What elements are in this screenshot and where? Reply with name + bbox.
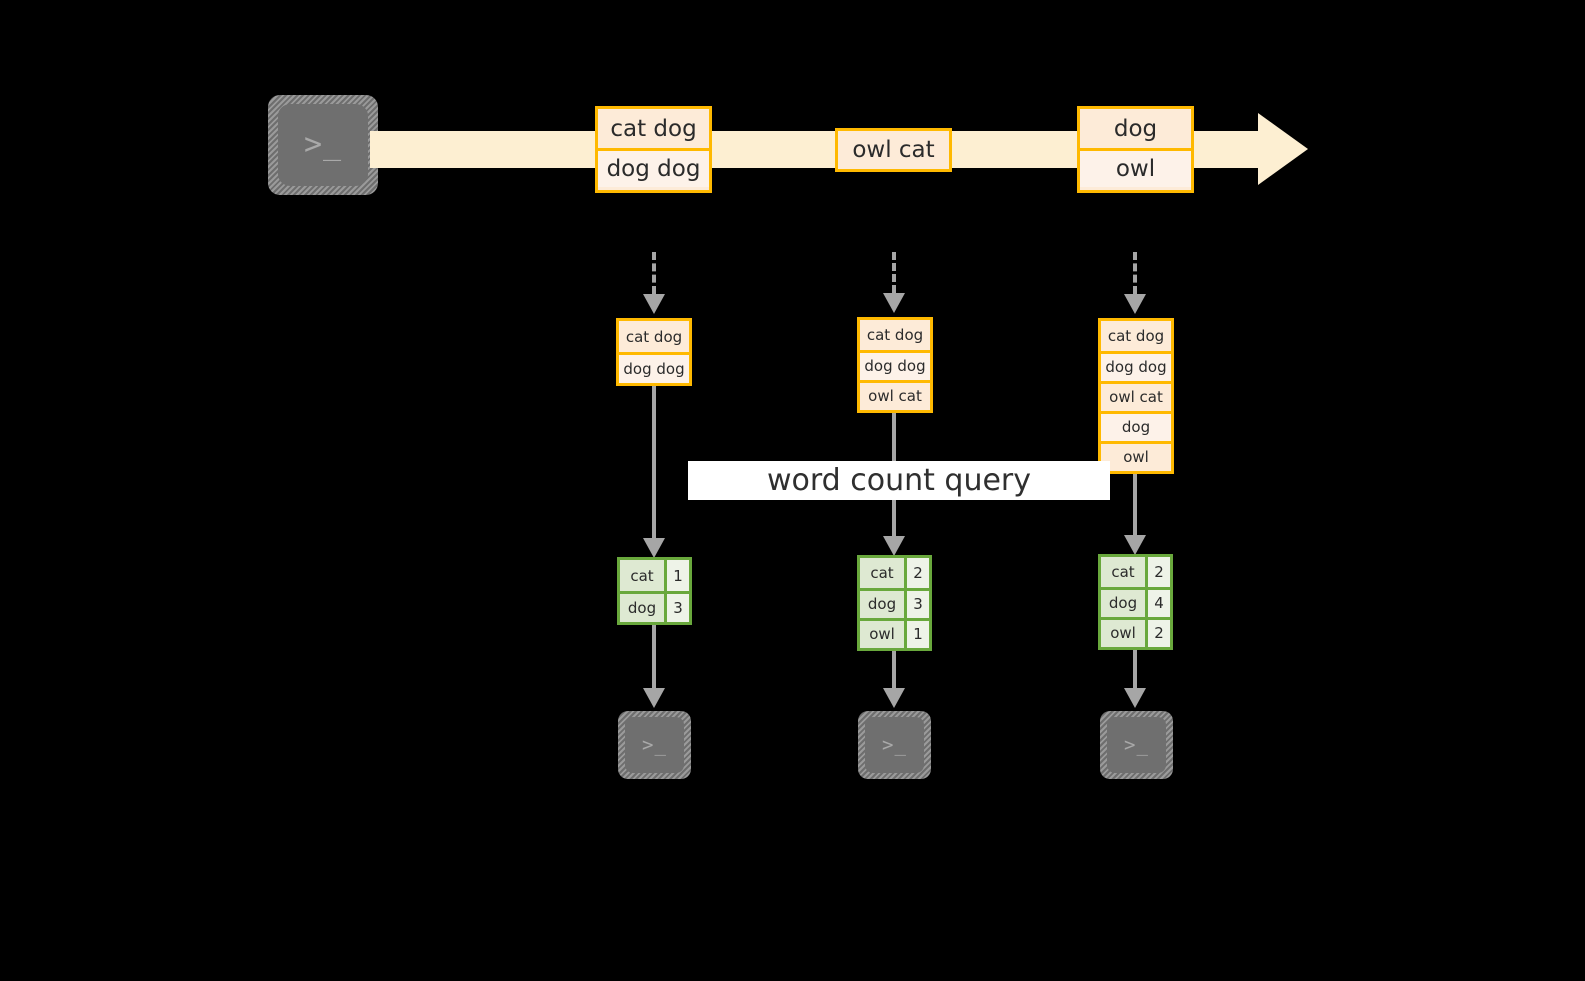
snapshot-2-tap-arrowhead — [883, 293, 905, 313]
snapshot-1-result-table: cat 1 dog 3 — [617, 557, 692, 625]
result-count: 3 — [904, 590, 929, 618]
snapshot-3-query-arrowhead — [1124, 535, 1146, 555]
snapshot-input-line: dog dog — [1101, 350, 1171, 381]
result-row: cat 1 — [620, 560, 689, 591]
result-count: 1 — [664, 560, 689, 591]
snapshot-input-line: owl cat — [860, 379, 930, 410]
snapshot-3-tap-arrowhead — [1124, 294, 1146, 314]
result-row: owl 2 — [1101, 616, 1170, 647]
snapshot-2-result-table: cat 2 dog 3 owl 1 — [857, 555, 932, 651]
snapshot-2-tap-line — [892, 252, 896, 293]
stream-event-line: owl — [1080, 148, 1191, 187]
terminal-prompt-glyph: >_ — [642, 733, 667, 756]
result-word: owl — [1101, 619, 1145, 647]
snapshot-2-input-box: cat dog dog dog owl cat — [857, 317, 933, 413]
word-count-query-band: word count query — [688, 461, 1110, 500]
snapshot-1-sink-arrowhead — [643, 688, 665, 708]
stream-event-line: owl cat — [838, 131, 949, 169]
stream-event-line: dog — [1080, 109, 1191, 148]
result-row: dog 3 — [620, 591, 689, 622]
snapshot-3-sink-terminal-icon: >_ — [1100, 711, 1173, 779]
snapshot-input-line: owl — [1101, 440, 1171, 471]
snapshot-2-sink-line — [892, 651, 896, 688]
snapshot-input-line: cat dog — [619, 321, 689, 352]
terminal-prompt-glyph: >_ — [303, 127, 343, 162]
snapshot-1-tap-arrowhead — [643, 294, 665, 314]
snapshot-2-query-arrowhead — [883, 536, 905, 556]
result-count: 2 — [1145, 557, 1170, 587]
stream-event-group-3: dog owl — [1077, 106, 1194, 193]
snapshot-3-sink-line — [1133, 650, 1137, 688]
snapshot-2-sink-terminal-icon: >_ — [858, 711, 931, 779]
snapshot-3-tap-line — [1133, 252, 1137, 294]
stream-arrow-head — [1258, 113, 1311, 185]
result-count: 3 — [664, 594, 689, 622]
result-count: 2 — [904, 558, 929, 588]
result-word: dog — [860, 590, 904, 618]
snapshot-3-input-box: cat dog dog dog owl cat dog owl — [1098, 318, 1174, 474]
snapshot-input-line: dog dog — [860, 349, 930, 380]
result-row: dog 3 — [860, 587, 929, 618]
result-count: 1 — [904, 620, 929, 648]
snapshot-1-input-box: cat dog dog dog — [616, 318, 692, 386]
snapshot-3-sink-arrowhead — [1124, 688, 1146, 708]
snapshot-3-result-table: cat 2 dog 4 owl 2 — [1098, 554, 1173, 650]
snapshot-3-query-line — [1133, 474, 1137, 535]
snapshot-1-tap-line — [652, 252, 656, 294]
snapshot-input-line: cat dog — [860, 320, 930, 350]
source-terminal-icon: >_ — [268, 95, 378, 195]
result-count: 2 — [1145, 619, 1170, 647]
result-word: owl — [860, 620, 904, 648]
result-word: cat — [620, 560, 664, 591]
terminal-prompt-glyph: >_ — [1124, 733, 1149, 756]
result-word: cat — [1101, 557, 1145, 587]
result-row: dog 4 — [1101, 586, 1170, 617]
result-row: owl 1 — [860, 617, 929, 648]
stream-event-group-1: cat dog dog dog — [595, 106, 712, 193]
snapshot-input-line: cat dog — [1101, 321, 1171, 351]
result-count: 4 — [1145, 589, 1170, 617]
snapshot-input-line: dog dog — [619, 352, 689, 383]
stream-event-line: cat dog — [598, 109, 709, 148]
result-word: dog — [620, 594, 664, 622]
result-row: cat 2 — [860, 558, 929, 588]
word-count-query-label: word count query — [766, 463, 1032, 498]
terminal-prompt-glyph: >_ — [882, 733, 907, 756]
snapshot-2-sink-arrowhead — [883, 688, 905, 708]
snapshot-1-sink-terminal-icon: >_ — [618, 711, 691, 779]
result-word: cat — [860, 558, 904, 588]
result-word: dog — [1101, 589, 1145, 617]
snapshot-1-query-arrowhead — [643, 538, 665, 558]
snapshot-input-line: dog — [1101, 410, 1171, 441]
result-row: cat 2 — [1101, 557, 1170, 587]
stream-event-line: dog dog — [598, 148, 709, 187]
stream-event-group-2: owl cat — [835, 128, 952, 172]
snapshot-input-line: owl cat — [1101, 380, 1171, 411]
snapshot-1-query-line — [652, 386, 656, 538]
snapshot-1-sink-line — [652, 625, 656, 688]
